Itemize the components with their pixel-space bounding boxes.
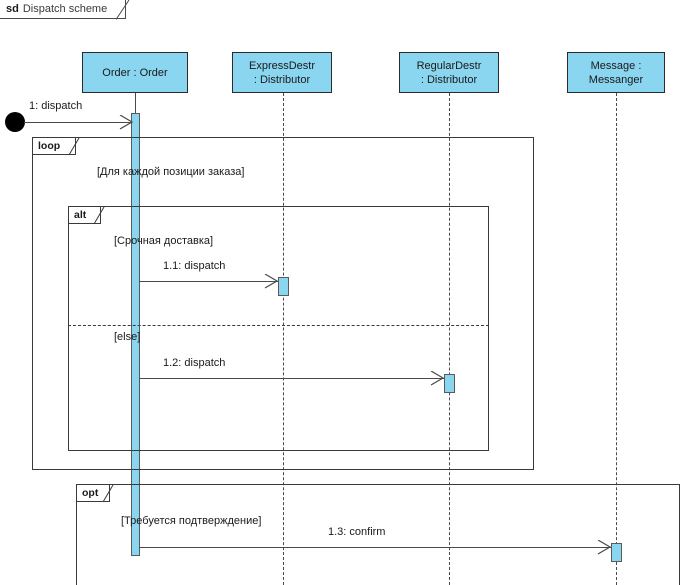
message-line-1-2[interactable] — [139, 378, 445, 379]
activation-bar-regulardestr[interactable] — [444, 374, 455, 393]
lifeline-head-messenger-line1: Message : — [590, 59, 642, 72]
fragment-alt-guard-else: [else] — [114, 331, 141, 343]
lifeline-line-expressdestr — [283, 93, 284, 585]
message-label-1-3: 1.3: confirm — [328, 526, 386, 538]
fragment-alt[interactable] — [68, 206, 489, 451]
arrowhead-icon-message-1 — [118, 114, 134, 130]
fragment-loop-guard: [Для каждой позиции заказа] — [97, 166, 245, 178]
fragment-opt-operator-tag: opt — [77, 485, 110, 502]
lifeline-line-regulardestr — [449, 93, 450, 585]
fragment-alt-guard-first: [Срочная доставка] — [114, 235, 214, 247]
fragment-loop[interactable] — [32, 137, 534, 470]
diagram-title: Dispatch scheme — [22, 3, 108, 15]
lifeline-head-expressdestr-line1: ExpressDestr — [248, 59, 316, 72]
fragment-loop-tag-corner-icon — [69, 138, 81, 156]
lifeline-head-order[interactable]: Order : Order — [82, 52, 188, 93]
arrowhead-icon-message-1-3 — [596, 539, 612, 555]
lifeline-head-regulardestr-line1: RegularDestr — [416, 59, 482, 72]
message-label-1: 1: dispatch — [29, 100, 83, 112]
lifeline-head-messenger-line2: Messanger — [588, 73, 644, 86]
activation-bar-order[interactable] — [131, 113, 140, 556]
message-line-1[interactable] — [24, 122, 132, 123]
lifeline-head-order-line1: Order : Order — [102, 66, 168, 79]
message-line-1-3[interactable] — [139, 547, 612, 548]
message-line-1-1[interactable] — [139, 281, 279, 282]
activation-bar-messenger[interactable] — [611, 543, 622, 562]
lifeline-head-regulardestr[interactable]: RegularDestr : Distributor — [399, 52, 499, 93]
lifeline-head-regulardestr-line2: : Distributor — [420, 73, 478, 86]
message-label-1-2: 1.2: dispatch — [163, 357, 226, 369]
message-label-1-1: 1.1: dispatch — [163, 260, 226, 272]
fragment-loop-operator-tag: loop — [33, 138, 76, 155]
lifeline-line-order-stub — [135, 93, 136, 115]
lifeline-head-expressdestr[interactable]: ExpressDestr : Distributor — [232, 52, 332, 93]
arrowhead-icon-message-1-1 — [263, 273, 279, 289]
lifeline-head-messenger[interactable]: Message : Messanger — [567, 52, 665, 93]
diagram-kind-keyword: sd — [6, 3, 19, 15]
diagram-frame-label: sd Dispatch scheme — [0, 0, 127, 19]
fragment-opt-guard: [Требуется подтверждение] — [121, 515, 262, 527]
fragment-alt-operator-tag: alt — [69, 207, 101, 224]
found-message-dot-icon — [5, 112, 25, 132]
arrowhead-icon-message-1-2 — [429, 370, 445, 386]
lifeline-head-expressdestr-line2: : Distributor — [253, 73, 311, 86]
diagram-frame-label-corner-icon — [116, 0, 130, 20]
fragment-alt-tag-corner-icon — [94, 207, 106, 225]
lifeline-line-messenger — [616, 93, 617, 585]
activation-bar-expressdestr[interactable] — [278, 277, 289, 296]
fragment-alt-operand-divider — [68, 325, 489, 326]
fragment-opt-tag-corner-icon — [103, 485, 115, 503]
